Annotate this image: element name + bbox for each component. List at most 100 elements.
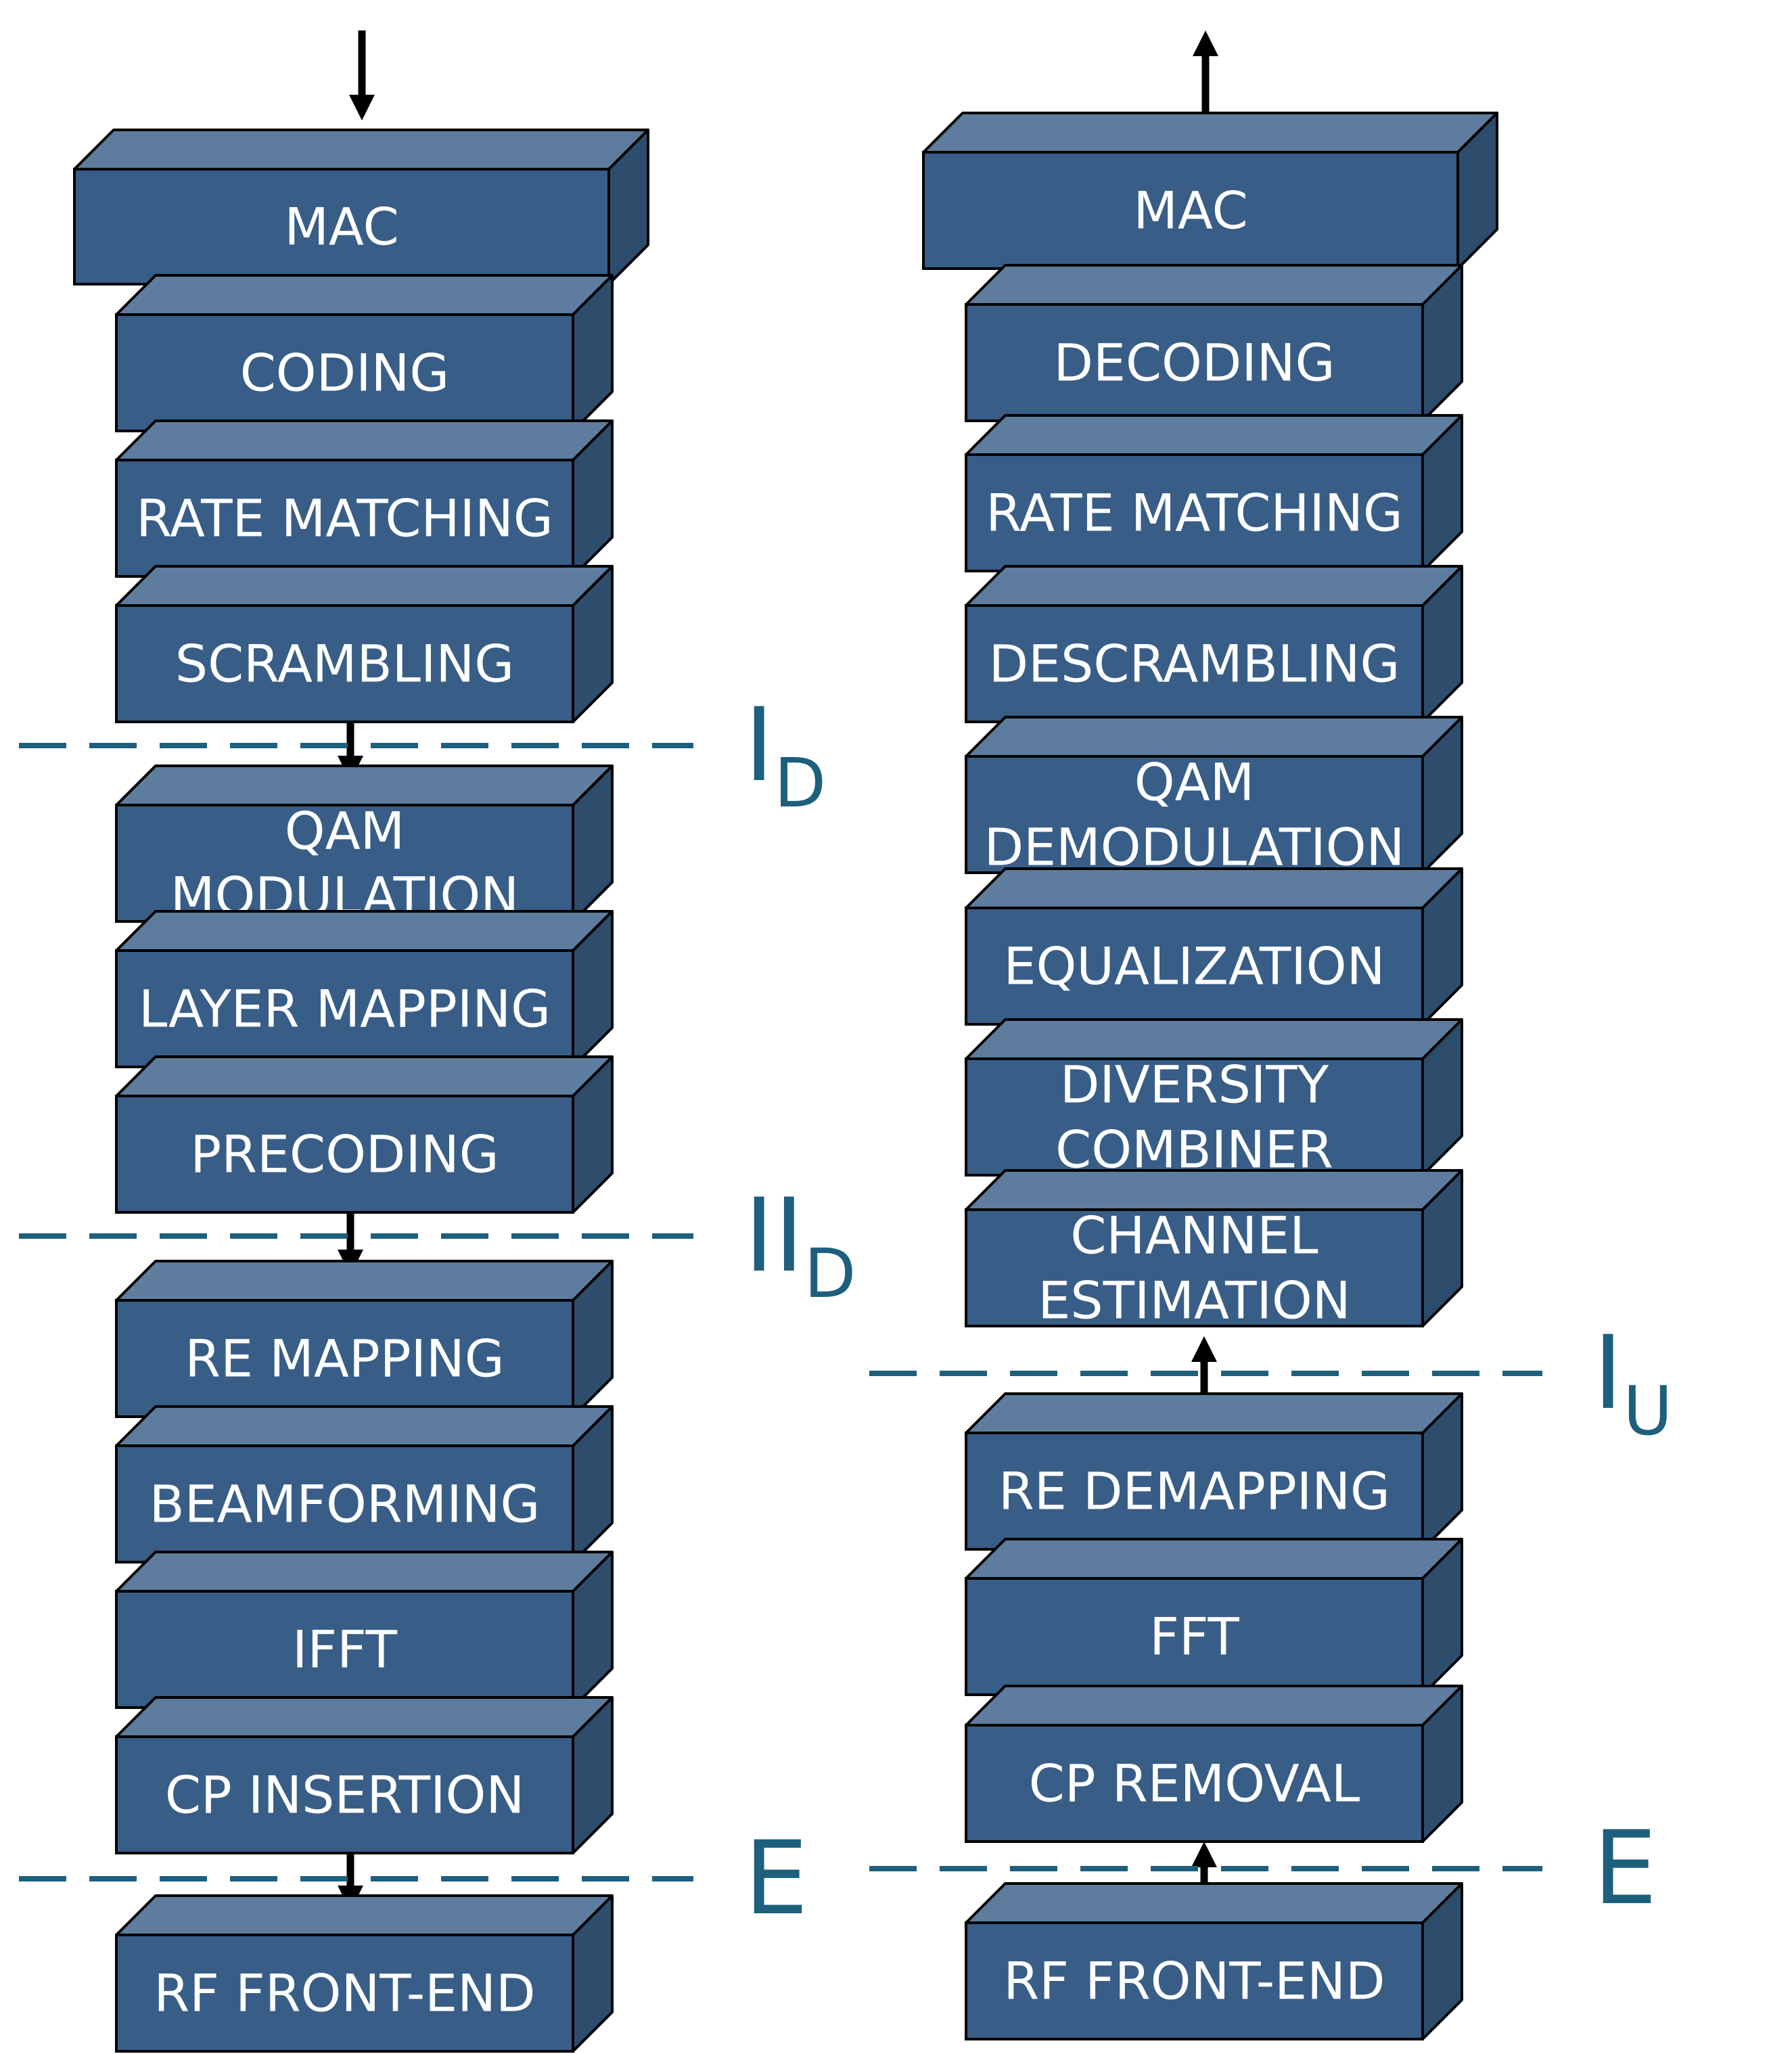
block-re-demapping: RE DEMAPPING [965, 1392, 1463, 1551]
block-top-face [115, 1405, 614, 1447]
downlink-top-arrow [349, 30, 375, 120]
block-label: RATE MATCHING [136, 488, 553, 549]
block-layer-mapping: LAYER MAPPING [115, 910, 614, 1068]
block-label: DEMODULATION [984, 817, 1405, 877]
split-label: E [1593, 1810, 1657, 1927]
block-label: ESTIMATION [1038, 1271, 1350, 1331]
block-ifft: IFFT [115, 1551, 614, 1709]
split-label: IU [1593, 1315, 1672, 1451]
block-top-face [922, 112, 1498, 154]
block-front-face [965, 1057, 1424, 1177]
block-label: RE MAPPING [185, 1329, 504, 1389]
block-label: EQUALIZATION [1004, 936, 1385, 997]
block-label: DECODING [1053, 333, 1335, 393]
block-top-face [965, 264, 1463, 306]
block-front-face [965, 453, 1424, 572]
block-label: CODING [240, 343, 450, 403]
block-re-mapping: RE MAPPING [115, 1260, 614, 1418]
block-top-face [115, 1055, 614, 1097]
block-top-face [965, 1882, 1463, 1924]
block-label: BEAMFORMING [150, 1474, 541, 1534]
block-label: DESCRAMBLING [989, 634, 1400, 694]
block-rate-matching: RATE MATCHING [115, 419, 614, 578]
block-top-face [965, 1392, 1463, 1434]
block-top-face [965, 867, 1463, 909]
block-top-face [115, 1696, 614, 1738]
block-mac: MAC [922, 112, 1498, 270]
block-label: RE DEMAPPING [998, 1461, 1390, 1522]
block-label: QAM [1134, 752, 1254, 813]
block-cp-insertion: CP INSERTION [115, 1696, 614, 1854]
split-ii-d: IID [19, 1177, 856, 1313]
downlink-chain: MAC CODING RATE MATCHING SCRAMBLING QAMMODUL… [19, 30, 856, 2053]
split-e: E [869, 1810, 1657, 1927]
block-label: MAC [1133, 181, 1247, 241]
block-top-face [115, 1551, 614, 1593]
block-label: DIVERSITY [1060, 1055, 1329, 1115]
block-front-face [115, 804, 574, 923]
block-decoding: DECODING [965, 264, 1463, 422]
uplink-top-arrow [1193, 30, 1218, 120]
block-rf-front-end: RF FRONT-END [965, 1882, 1463, 2040]
block-top-face [115, 274, 614, 316]
block-front-face [965, 604, 1424, 723]
block-front-face [922, 151, 1459, 270]
block-beamforming: BEAMFORMING [115, 1405, 614, 1564]
block-label: RF FRONT-END [1003, 1951, 1385, 2011]
uplink-top-arrow-head [1193, 30, 1218, 56]
split-i-d: ID [19, 687, 826, 823]
block-label: RF FRONT-END [154, 1963, 535, 2024]
split-label: IID [744, 1177, 856, 1313]
block-top-face [965, 414, 1463, 456]
block-top-face [965, 1169, 1463, 1211]
block-equalization: EQUALIZATION [965, 867, 1463, 1026]
block-top-face [115, 1260, 614, 1302]
block-front-face [115, 949, 574, 1068]
split-subscript: D [804, 1234, 856, 1313]
block-front-face [965, 1208, 1424, 1327]
split-i-u: IU [869, 1315, 1672, 1451]
block-top-face [115, 1894, 614, 1936]
block-top-face [965, 1538, 1463, 1580]
block-top-face [115, 764, 614, 806]
block-top-face [115, 419, 614, 461]
block-front-face [115, 1934, 574, 2053]
block-front-face [965, 303, 1424, 422]
downlink-top-arrow-head [349, 95, 375, 120]
block-label: PRECODING [190, 1124, 499, 1185]
block-label: CHANNEL [1070, 1206, 1318, 1266]
block-scrambling: SCRAMBLING [115, 565, 614, 723]
block-front-face [965, 907, 1424, 1026]
block-top-face [965, 1685, 1463, 1727]
block-label: FFT [1149, 1607, 1239, 1667]
block-front-face [965, 1432, 1424, 1551]
split-subscript: U [1623, 1371, 1672, 1451]
block-front-face [115, 1299, 574, 1418]
block-top-face [965, 565, 1463, 607]
split-main: E [744, 1820, 808, 1938]
block-cp-removal: CP REMOVAL [965, 1685, 1463, 1843]
split-main: II [744, 1177, 804, 1295]
split-subscript: D [774, 744, 826, 823]
block-front-face [965, 755, 1424, 874]
block-front-face [115, 313, 574, 432]
uplink-split-arrow-head [1191, 1336, 1217, 1362]
block-label: LAYER MAPPING [139, 979, 551, 1039]
block-rate-matching: RATE MATCHING [965, 414, 1463, 572]
block-front-face [965, 1921, 1424, 2040]
block-top-face [115, 910, 614, 952]
block-coding: CODING [115, 274, 614, 432]
block-front-face [115, 1590, 574, 1709]
block-label: MAC [284, 197, 398, 257]
block-top-face [73, 129, 649, 170]
block-label: IFFT [292, 1620, 398, 1680]
block-label: QAM [285, 801, 405, 861]
split-main: E [1593, 1810, 1657, 1927]
block-front-face [115, 1735, 574, 1854]
block-top-face [115, 565, 614, 607]
